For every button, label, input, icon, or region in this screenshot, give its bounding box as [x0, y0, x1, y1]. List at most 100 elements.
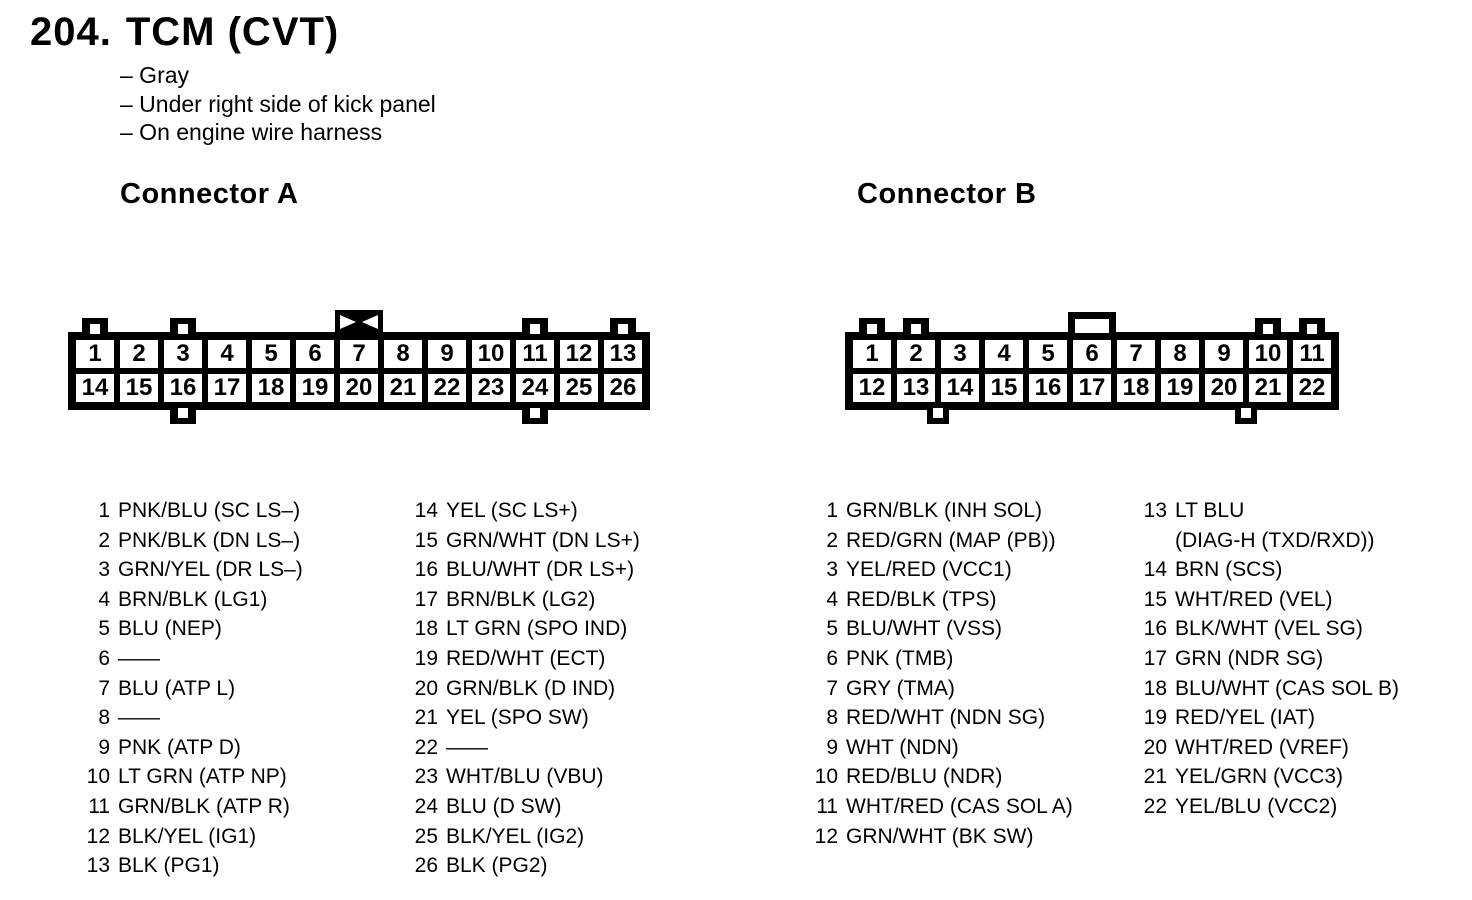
pin-wire-label: WHT/RED (CAS SOL A)	[846, 794, 1073, 818]
pin-number: 12	[86, 824, 110, 848]
alignment-tab-icon	[170, 408, 196, 424]
pin-number: 18	[1143, 676, 1167, 700]
pin-cell: 3	[164, 340, 202, 368]
pin-number: 10	[86, 765, 110, 789]
pin-number: 21	[414, 706, 438, 730]
keyway-marker-icon	[335, 310, 383, 334]
pin-number: 21	[1143, 765, 1167, 789]
pin-row: 21 YEL (SPO SW)	[412, 703, 640, 733]
pin-wire-label: LT GRN (SPO IND)	[446, 617, 628, 641]
pin-row: 16 BLU/WHT (DR LS+)	[412, 555, 640, 585]
pin-number: 22	[414, 735, 438, 759]
pin-row: 10 LT GRN (ATP NP)	[84, 762, 303, 792]
pin-row: 8 RED/WHT (NDN SG)	[812, 703, 1073, 733]
pin-number: 20	[414, 676, 438, 700]
pin-row: 15 WHT/RED (VEL)	[1141, 585, 1399, 615]
pin-row: 17 GRN (NDR SG)	[1141, 644, 1399, 674]
alignment-tab-icon	[82, 318, 108, 334]
pin-wire-label: WHT/RED (VREF)	[1175, 735, 1349, 759]
pin-row: 22 YEL/BLU (VCC2)	[1141, 792, 1399, 822]
pin-cell: 14	[941, 374, 979, 402]
connector-a-pin-list-2: 14 YEL (SC LS+) 15 GRN/WHT (DN LS+) 16 B…	[412, 496, 640, 881]
pin-cell: 13	[897, 374, 935, 402]
pin-wire-label: BRN (SCS)	[1175, 558, 1283, 582]
pin-cell: 4	[985, 340, 1023, 368]
pin-row: 3 YEL/RED (VCC1)	[812, 555, 1073, 585]
pin-row: 2 RED/GRN (MAP (PB))	[812, 526, 1073, 556]
tab-notch	[933, 408, 943, 418]
alignment-tab-icon	[170, 318, 196, 334]
pin-number: 8	[98, 706, 110, 730]
pin-row: 16 BLK/WHT (VEL SG)	[1141, 614, 1399, 644]
pin-cell: 25	[560, 374, 598, 402]
tab-notch	[178, 408, 188, 418]
pin-wire-label: BLK (PG1)	[118, 854, 220, 878]
pin-row: 10 RED/BLU (NDR)	[812, 762, 1073, 792]
pin-row: 6 PNK (TMB)	[812, 644, 1073, 674]
alignment-tab-icon	[927, 408, 949, 424]
pin-wire-label: ——	[446, 735, 488, 759]
pin-cell: 20	[340, 374, 378, 402]
pin-number: 12	[814, 824, 838, 848]
pin-cell: 23	[472, 374, 510, 402]
pin-row: 25 BLK/YEL (IG2)	[412, 822, 640, 852]
pin-cell: 6	[296, 340, 334, 368]
pin-number: 24	[414, 794, 438, 818]
pin-row: 8 ——	[84, 703, 303, 733]
pin-cell: 21	[1249, 374, 1287, 402]
pin-wire-label: WHT/RED (VEL)	[1175, 587, 1333, 611]
pin-wire-label: RED/BLU (NDR)	[846, 765, 1003, 789]
page-title: 204. TCM (CVT)	[30, 10, 339, 55]
pin-cell: 26	[604, 374, 642, 402]
pin-row: 17 BRN/BLK (LG2)	[412, 585, 640, 615]
alignment-tab-icon	[1255, 318, 1281, 334]
alignment-tab-icon	[1299, 318, 1325, 334]
connector-b-pin-list-2: 13 LT BLU (DIAG-H (TXD/RXD)) 14 BRN (SCS…	[1141, 496, 1399, 822]
pin-cell: 20	[1205, 374, 1243, 402]
pin-wire-label: BLK/WHT (VEL SG)	[1175, 617, 1363, 641]
pin-wire-label: GRY (TMA)	[846, 676, 955, 700]
pin-number: 23	[414, 765, 438, 789]
pin-cell: 10	[1249, 340, 1287, 368]
pin-number: 11	[88, 794, 110, 818]
pin-cell: 19	[296, 374, 334, 402]
pin-row: 6 ——	[84, 644, 303, 674]
guide-box-icon	[1068, 312, 1116, 340]
pin-wire-label: BLU (ATP L)	[118, 676, 236, 700]
pin-row: 1 PNK/BLU (SC LS–)	[84, 496, 303, 526]
pin-wire-label: BRN/BLK (LG1)	[118, 587, 268, 611]
keyway-triangle-icon	[362, 315, 378, 329]
pin-wire-label: RED/GRN (MAP (PB))	[846, 528, 1056, 552]
pin-number: 19	[414, 646, 438, 670]
pin-number: 15	[1143, 587, 1167, 611]
tab-notch	[530, 324, 540, 334]
connector-a-pin-list-1: 1 PNK/BLU (SC LS–) 2 PNK/BLK (DN LS–) 3 …	[84, 496, 303, 881]
pin-wire-label: RED/YEL (IAT)	[1175, 706, 1316, 730]
pin-row: 20 GRN/BLK (D IND)	[412, 674, 640, 704]
pin-cell: 16	[1029, 374, 1067, 402]
pin-wire-label: BLK/YEL (IG2)	[446, 824, 585, 848]
pin-number: 9	[98, 735, 110, 759]
pin-wire-label: BLU/WHT (CAS SOL B)	[1175, 676, 1400, 700]
pin-number: 5	[826, 617, 838, 641]
pin-cell: 5	[252, 340, 290, 368]
pin-wire-label: GRN/WHT (BK SW)	[846, 824, 1034, 848]
pin-row: 24 BLU (D SW)	[412, 792, 640, 822]
pin-number: 3	[98, 558, 110, 582]
pin-wire-label: BLK/YEL (IG1)	[118, 824, 257, 848]
pin-cell: 19	[1161, 374, 1199, 402]
pin-cell: 8	[384, 340, 422, 368]
pin-wire-label: PNK/BLU (SC LS–)	[118, 499, 301, 522]
tab-notch	[867, 324, 877, 334]
connector-b-heading: Connector B	[857, 178, 1037, 210]
pin-wire-label: YEL/BLU (VCC2)	[1175, 794, 1338, 818]
pin-number: 6	[826, 646, 838, 670]
pin-row: 11 GRN/BLK (ATP R)	[84, 792, 303, 822]
tab-notch	[530, 408, 540, 418]
pin-number: 4	[98, 587, 110, 611]
pin-number: 3	[826, 558, 838, 582]
pin-number: 11	[816, 794, 838, 818]
pin-row: 12 BLK/YEL (IG1)	[84, 822, 303, 852]
